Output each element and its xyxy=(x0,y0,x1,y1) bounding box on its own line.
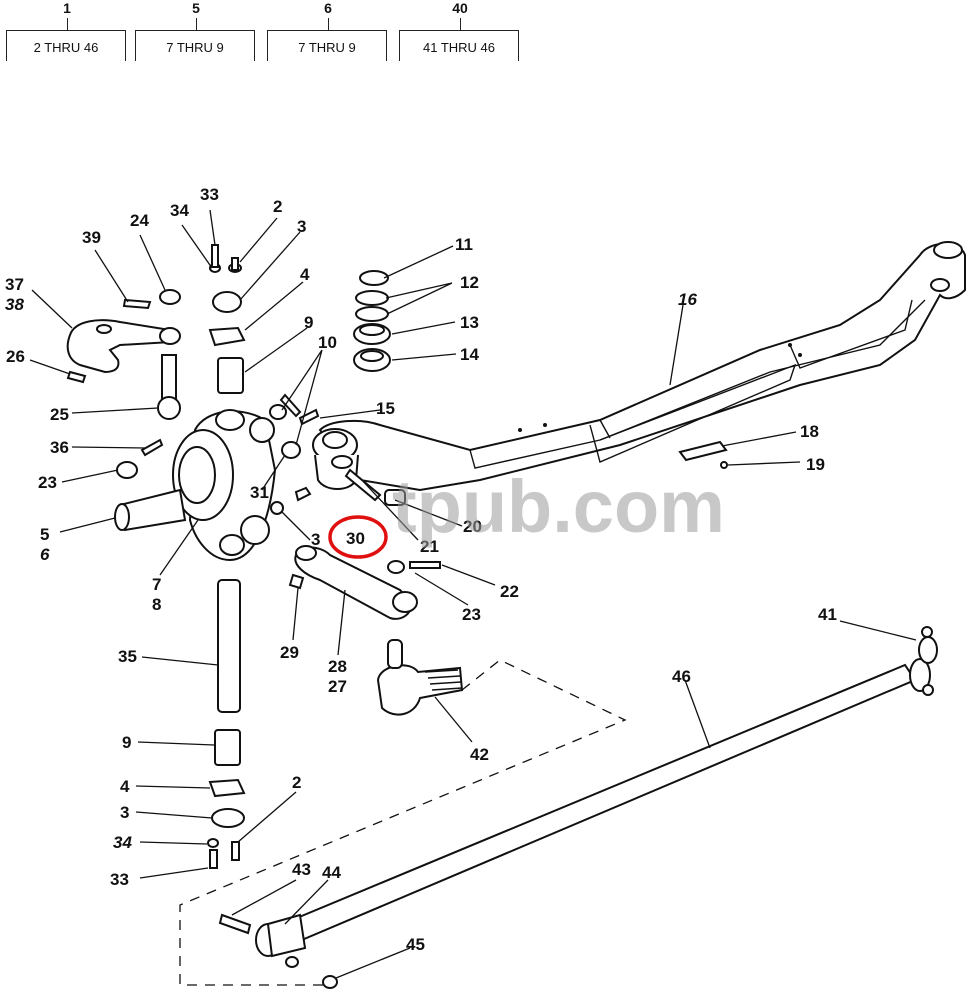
ref-number: 40 xyxy=(452,0,468,16)
callout-18: 18 xyxy=(800,422,819,441)
callout-28: 28 xyxy=(328,657,347,676)
phantom-link-line xyxy=(179,659,627,986)
callout-36: 36 xyxy=(50,438,69,457)
callout-33: 33 xyxy=(200,185,219,204)
steering-arm xyxy=(66,319,181,374)
callout-2: 2 xyxy=(273,197,282,216)
callout-35: 35 xyxy=(118,647,137,666)
callout-15: 15 xyxy=(376,399,395,418)
king-pin xyxy=(207,579,246,869)
ref-range: 2 THRU 46 xyxy=(6,30,126,61)
tie-rod-arm xyxy=(288,545,441,620)
axle-kingpin-boss xyxy=(312,428,359,490)
callout-14: 14 xyxy=(460,345,479,364)
small-hardware xyxy=(66,244,406,515)
callout-4-lower: 4 xyxy=(120,777,130,796)
steering-knuckle xyxy=(114,409,277,562)
callout-44: 44 xyxy=(322,863,341,882)
callout-8: 8 xyxy=(152,595,161,614)
callout-46: 46 xyxy=(672,667,691,686)
plate-screw xyxy=(720,461,728,469)
callout-30: 30 xyxy=(346,529,365,548)
axle-beam xyxy=(318,241,966,492)
callout-6: 6 xyxy=(40,545,50,564)
callout-3: 3 xyxy=(297,217,306,236)
callout-37: 37 xyxy=(5,275,24,294)
callout-20: 20 xyxy=(463,517,482,536)
callout-16: 16 xyxy=(678,290,697,309)
callout-34-lower: 34 xyxy=(113,833,132,852)
ref-number: 6 xyxy=(324,0,332,16)
callout-11: 11 xyxy=(455,235,473,254)
callout-23: 23 xyxy=(38,473,57,492)
callout-39: 39 xyxy=(82,228,101,247)
callout-7: 7 xyxy=(152,575,161,594)
callout-5: 5 xyxy=(40,525,49,544)
callout-21: 21 xyxy=(420,537,439,556)
callout-24: 24 xyxy=(130,211,149,230)
ref-range: 7 THRU 9 xyxy=(135,30,255,61)
callout-12: 12 xyxy=(460,273,479,292)
callout-4: 4 xyxy=(300,265,310,284)
callout-45: 45 xyxy=(406,935,425,954)
callout-labels: 33 34 24 39 2 3 37 38 4 9 10 26 25 36 23… xyxy=(5,185,837,954)
ref-range: 7 THRU 9 xyxy=(267,30,387,61)
callout-38: 38 xyxy=(5,295,24,314)
callout-41: 41 xyxy=(818,605,837,624)
callout-3-lower: 3 xyxy=(311,530,320,549)
callout-19: 19 xyxy=(806,455,825,474)
thrust-bearing-stack xyxy=(353,270,391,372)
ref-number: 1 xyxy=(63,0,71,16)
callout-9: 9 xyxy=(304,313,313,332)
ref-number: 5 xyxy=(192,0,200,16)
ref-range: 41 THRU 46 xyxy=(399,30,519,61)
callout-2-lower: 2 xyxy=(292,773,301,792)
callout-42: 42 xyxy=(470,745,489,764)
callout-26: 26 xyxy=(6,347,25,366)
callout-3-bottom: 3 xyxy=(120,803,129,822)
highlight-circle xyxy=(328,515,388,559)
callout-22: 22 xyxy=(500,582,519,601)
callout-9-lower: 9 xyxy=(122,733,131,752)
callout-34: 34 xyxy=(170,201,189,220)
ball-stud xyxy=(157,354,181,420)
tie-rod xyxy=(218,626,938,989)
callout-10: 10 xyxy=(318,333,337,352)
callout-33-lower: 33 xyxy=(110,870,129,889)
id-plate xyxy=(678,440,728,462)
callout-13: 13 xyxy=(460,313,479,332)
callout-25: 25 xyxy=(50,405,69,424)
callout-43: 43 xyxy=(292,860,311,879)
callout-29: 29 xyxy=(280,643,299,662)
watermark: tpub.com xyxy=(392,465,725,548)
callout-31: 31 xyxy=(250,483,269,502)
callout-27: 27 xyxy=(328,677,347,696)
callout-23-lower: 23 xyxy=(462,605,481,624)
tie-rod-end-left xyxy=(376,639,464,716)
leader-lines xyxy=(29,209,917,979)
